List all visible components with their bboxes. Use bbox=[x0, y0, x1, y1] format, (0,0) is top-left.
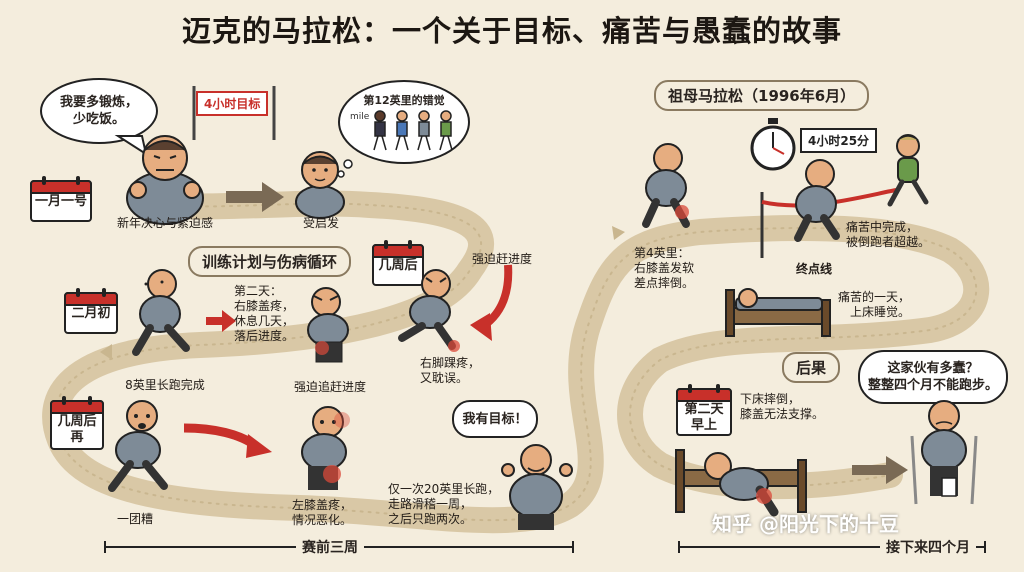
runner-mile4-figure bbox=[642, 143, 690, 228]
four-hour-goal-sign: 4小时目标 bbox=[196, 91, 269, 116]
mile-sign: mile bbox=[350, 112, 370, 122]
section-training-cycle: 训练计划与伤病循环 bbox=[188, 246, 352, 277]
caption-set-off: 受启发 bbox=[302, 216, 339, 230]
caption-painful-finish: 痛苦中完成， 被倒跑者超越。 bbox=[846, 220, 930, 250]
mile4-line-2: 右膝盖发软 bbox=[634, 261, 695, 275]
stopwatch-icon bbox=[750, 118, 796, 171]
painful-finish-line-2: 被倒跑者超越。 bbox=[846, 235, 931, 249]
cheering-man-figure bbox=[501, 444, 573, 530]
caption-fell-out: 下床摔倒， 膝盖无法支撑。 bbox=[740, 392, 824, 422]
bubble-tail bbox=[114, 135, 148, 157]
only-one-line-1: 仅一次20英里长跑， bbox=[388, 482, 500, 496]
goal-banner-poles bbox=[192, 86, 276, 140]
painful-finish-line-1: 痛苦中完成， bbox=[846, 220, 919, 234]
runner-8-miles-figure bbox=[132, 269, 190, 356]
only-one-line-3: 之后只跑两次。 bbox=[388, 512, 473, 526]
older-runner-passing-figure bbox=[887, 134, 929, 207]
painful-day-line-2: 上床睡觉。 bbox=[850, 305, 911, 319]
arrow-right-icon bbox=[226, 182, 284, 212]
mile12-title: 第12英里的错觉 bbox=[363, 94, 445, 107]
calendar-jan1-label: 一月一号 bbox=[34, 194, 87, 209]
left-knee-line-2: 情况恶化。 bbox=[292, 513, 353, 527]
arrow-right-icon-2 bbox=[852, 456, 908, 484]
ankle-pain-runner-figure bbox=[398, 269, 460, 352]
caption-day2: 第二天： 右膝盖疼， 休息几天， 落后进度。 bbox=[234, 284, 294, 344]
goal-speech-bubble: 我有目标！ bbox=[452, 400, 538, 438]
only-one-line-2: 走路滑稽一周， bbox=[388, 497, 473, 511]
inspired-man-figure bbox=[295, 151, 345, 219]
red-right-arrow-icon bbox=[206, 310, 236, 332]
determined-man-figure bbox=[126, 135, 204, 225]
thought-dots bbox=[337, 159, 353, 178]
resolve-line-1: 我要多锻炼， bbox=[59, 95, 138, 110]
calendar-feb-early-label: 二月初 bbox=[71, 306, 111, 321]
caption-painful-day: 痛苦的一天， 上床睡觉。 bbox=[838, 290, 910, 320]
section-aftermath: 后果 bbox=[782, 352, 841, 383]
day2-line-1: 第二天： bbox=[234, 284, 283, 298]
fool-speech-bubble: 这家伙有多蠢？ 整整四个月不能跑步。 bbox=[858, 350, 1008, 404]
left-knee-line-1: 左膝盖疼， bbox=[292, 498, 353, 512]
painful-day-line-1: 痛苦的一天， bbox=[838, 290, 911, 304]
runners-group-icon bbox=[373, 110, 453, 151]
stressed-runner-figure bbox=[108, 400, 168, 492]
calendar-jan1: 一月一号 bbox=[30, 176, 92, 222]
caption-right-ankle: 右脚踝疼， 又耽误。 bbox=[420, 356, 480, 386]
exhausted-finisher-figure bbox=[794, 159, 840, 242]
red-down-arrow-icon bbox=[470, 264, 513, 341]
watermark: 知乎 @阳光下的十豆 bbox=[712, 512, 899, 536]
mile4-line-3: 差点摔倒。 bbox=[634, 276, 695, 290]
crutches-man-figure bbox=[910, 400, 978, 505]
calendar-weeks-later-again-line-1: 几周后 bbox=[57, 414, 97, 429]
fool-line-2: 整整四个月不能跑步。 bbox=[867, 378, 998, 393]
caption-only-one: 仅一次20英里长跑， 走路滑稽一周， 之后只跑两次。 bbox=[388, 482, 499, 527]
timeline-four-months-label: 接下来四个月 bbox=[880, 537, 976, 557]
right-ankle-line-1: 右脚踝疼， bbox=[420, 356, 481, 370]
timeline-three-weeks-label: 赛前三周 bbox=[296, 537, 364, 557]
caption-new-year: 新年决心与紧迫感 bbox=[116, 216, 213, 230]
calendar-feb-early: 二月初 bbox=[64, 288, 118, 334]
fool-line-1: 这家伙有多蠢？ bbox=[887, 361, 979, 376]
calendar-weeks-later-label: 几周后 bbox=[378, 258, 418, 273]
resolve-speech-bubble: 我要多锻炼， 少吃饭。 bbox=[40, 78, 158, 144]
calendar-weeks-later-again: 几周后 再 bbox=[50, 396, 104, 450]
caption-catch-up: 强迫赶进度 bbox=[472, 252, 533, 266]
bed-sleeping-icon bbox=[725, 288, 831, 337]
day2-line-2: 右膝盖疼， bbox=[234, 299, 295, 313]
resolve-line-2: 少吃饭。 bbox=[72, 112, 125, 127]
caption-mile4: 第4英里： 右膝盖发软 差点摔倒。 bbox=[634, 246, 694, 291]
left-knee-pain-figure bbox=[301, 406, 350, 490]
right-ankle-line-2: 又耽误。 bbox=[420, 371, 469, 385]
page-title: 迈克的马拉松：一个关于目标、痛苦与愚蠢的故事 bbox=[181, 14, 842, 48]
day2-line-4: 落后进度。 bbox=[234, 329, 295, 343]
day2-line-3: 休息几天， bbox=[234, 314, 295, 328]
knee-pain-man-figure bbox=[307, 287, 349, 363]
finish-time-tag: 4小时25分 bbox=[800, 128, 878, 153]
mile4-line-1: 第4英里： bbox=[634, 246, 690, 260]
calendar-weeks-later: 几周后 bbox=[372, 240, 424, 286]
timeline-four-months bbox=[678, 541, 986, 553]
calendar-day-two-line-1: 第二天 bbox=[684, 402, 724, 417]
caption-finish-line: 终点线 bbox=[796, 262, 833, 276]
fell-out-line-2: 膝盖无法支撑。 bbox=[740, 407, 825, 421]
caption-left-knee: 左膝盖疼， 情况恶化。 bbox=[292, 498, 352, 528]
caption-eight-miles: 8英里长跑完成 bbox=[125, 378, 205, 392]
fell-out-line-1: 下床摔倒， bbox=[740, 392, 801, 406]
caption-one-mess: 一团糟 bbox=[116, 512, 153, 526]
calendar-day-two-line-2: 早上 bbox=[690, 418, 717, 433]
red-curve-arrow-icon bbox=[183, 423, 272, 458]
section-race: 祖母马拉松（1996年6月） bbox=[654, 80, 870, 111]
calendar-day-two-morning: 第二天 早上 bbox=[676, 384, 732, 436]
fallen-from-bed-figure bbox=[675, 449, 807, 517]
caption-force-catch-up: 强迫追赶进度 bbox=[293, 380, 366, 394]
calendar-weeks-later-again-line-2: 再 bbox=[70, 430, 84, 445]
